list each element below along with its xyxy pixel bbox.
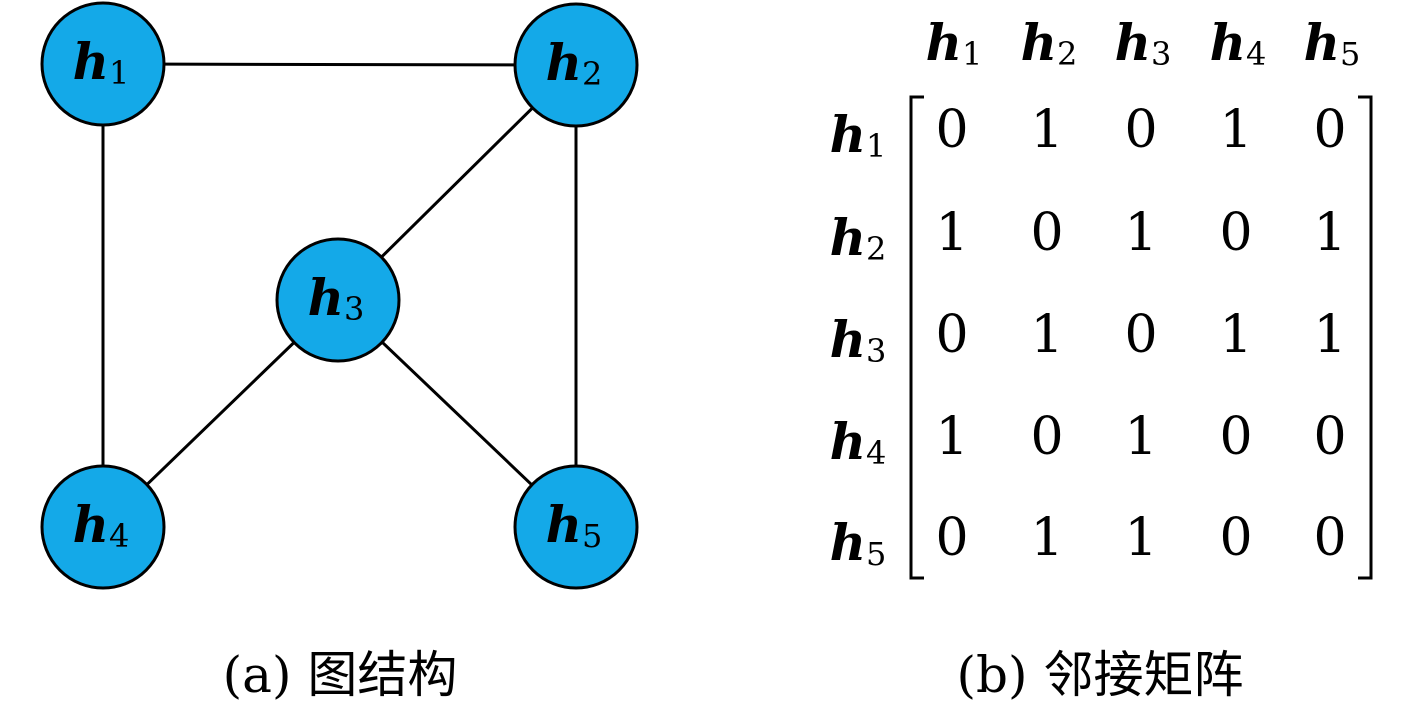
matrix-cell-r1-c1: 0 xyxy=(935,100,968,160)
node-h3-circle xyxy=(275,237,401,363)
node-h2-label-subscript: 2 xyxy=(582,55,602,93)
matrix-cell-r1-c5: 0 xyxy=(1313,100,1346,160)
matrix-cell-r5-c1: 0 xyxy=(935,508,968,568)
row-label-4: h4 xyxy=(830,412,887,473)
col-label-1: h1 xyxy=(926,13,983,74)
node-h1: h1 xyxy=(40,1,166,127)
matrix-right-bracket xyxy=(1358,95,1373,580)
matrix-cell-r1-c4: 1 xyxy=(1219,100,1252,160)
matrix-cell-r5-c2: 1 xyxy=(1030,508,1063,568)
node-h2: h2 xyxy=(513,2,639,128)
matrix-cell-r1-c3: 0 xyxy=(1124,100,1157,160)
col-label-4: h4 xyxy=(1210,13,1267,74)
col-label-5-base: h xyxy=(1304,13,1340,72)
node-h1-label: h1 xyxy=(73,32,130,93)
node-h2-label-base: h xyxy=(546,33,582,92)
matrix-cell-r2-c5: 1 xyxy=(1313,203,1346,263)
node-h5-label-subscript: 5 xyxy=(582,517,602,555)
node-h2-label: h2 xyxy=(546,33,603,94)
row-label-1-base: h xyxy=(830,105,866,164)
caption-b: (b) 邻接矩阵 xyxy=(957,646,1244,704)
matrix-cell-r2-c3: 1 xyxy=(1124,203,1157,263)
node-h2-circle xyxy=(513,2,639,128)
node-h5: h5 xyxy=(513,464,639,590)
matrix-left-bracket xyxy=(909,95,924,580)
matrix-cell-r2-c2: 0 xyxy=(1030,203,1063,263)
node-h4-label-subscript: 4 xyxy=(109,517,129,555)
matrix-cell-r3-c5: 1 xyxy=(1313,305,1346,365)
row-label-3-base: h xyxy=(830,310,866,369)
node-h3-label: h3 xyxy=(308,268,365,329)
row-label-4-subscript: 4 xyxy=(866,434,886,472)
row-label-3: h3 xyxy=(830,310,887,371)
row-label-1: h1 xyxy=(830,105,887,166)
col-label-4-base: h xyxy=(1210,13,1246,72)
matrix-cell-r4-c4: 0 xyxy=(1219,407,1252,467)
node-h4-label: h4 xyxy=(73,495,130,556)
matrix-cell-r1-c2: 1 xyxy=(1030,100,1063,160)
col-label-3-subscript: 3 xyxy=(1151,35,1171,73)
node-h5-circle xyxy=(513,464,639,590)
row-label-5-subscript: 5 xyxy=(866,535,886,573)
node-h4-label-base: h xyxy=(73,495,109,554)
row-label-5-base: h xyxy=(830,513,866,572)
node-h3: h3 xyxy=(275,237,401,363)
col-label-1-subscript: 1 xyxy=(962,35,982,73)
col-label-2-subscript: 2 xyxy=(1057,35,1077,73)
matrix-cell-r4-c2: 0 xyxy=(1030,407,1063,467)
matrix-cell-r4-c1: 1 xyxy=(935,407,968,467)
row-label-5: h5 xyxy=(830,513,887,574)
row-label-2: h2 xyxy=(830,208,887,269)
row-label-3-subscript: 3 xyxy=(866,332,886,370)
col-label-2: h2 xyxy=(1021,13,1078,74)
caption-a: (a) 图结构 xyxy=(223,646,458,704)
edge-h1-h2 xyxy=(102,62,577,67)
node-h3-label-base: h xyxy=(308,268,344,327)
node-h5-label-base: h xyxy=(546,495,582,554)
matrix-cell-r2-c1: 1 xyxy=(935,203,968,263)
matrix-cell-r5-c5: 0 xyxy=(1313,508,1346,568)
col-label-3-base: h xyxy=(1115,13,1151,72)
node-h4-circle xyxy=(40,464,166,590)
col-label-4-subscript: 4 xyxy=(1246,35,1266,73)
col-label-3: h3 xyxy=(1115,13,1172,74)
node-h1-label-base: h xyxy=(73,32,109,91)
row-label-2-subscript: 2 xyxy=(866,230,886,268)
matrix-cell-r2-c4: 0 xyxy=(1219,203,1252,263)
matrix-cell-r3-c1: 0 xyxy=(935,305,968,365)
matrix-cell-r3-c3: 0 xyxy=(1124,305,1157,365)
row-label-2-base: h xyxy=(830,208,866,267)
matrix-cell-r4-c3: 1 xyxy=(1124,407,1157,467)
matrix-cell-r5-c3: 1 xyxy=(1124,508,1157,568)
matrix-cells: 0 1 0 1 0 1 0 1 0 1 0 1 0 1 1 1 0 1 0 0 0 1 1 0 0 xyxy=(935,100,1346,568)
row-label-4-base: h xyxy=(830,412,866,471)
col-label-5-subscript: 5 xyxy=(1340,35,1360,73)
node-h1-circle xyxy=(40,1,166,127)
node-h5-label: h5 xyxy=(546,495,603,556)
matrix-cell-r3-c4: 1 xyxy=(1219,305,1252,365)
matrix-cell-r3-c2: 1 xyxy=(1030,305,1063,365)
node-h1-label-subscript: 1 xyxy=(109,54,129,92)
node-h4: h4 xyxy=(40,464,166,590)
col-label-2-base: h xyxy=(1021,13,1057,72)
node-h3-label-subscript: 3 xyxy=(344,290,364,328)
matrix-cell-r4-c5: 0 xyxy=(1313,407,1346,467)
matrix-cell-r5-c4: 0 xyxy=(1219,508,1252,568)
row-label-1-subscript: 1 xyxy=(866,127,886,165)
col-label-1-base: h xyxy=(926,13,962,72)
col-label-5: h5 xyxy=(1304,13,1361,74)
